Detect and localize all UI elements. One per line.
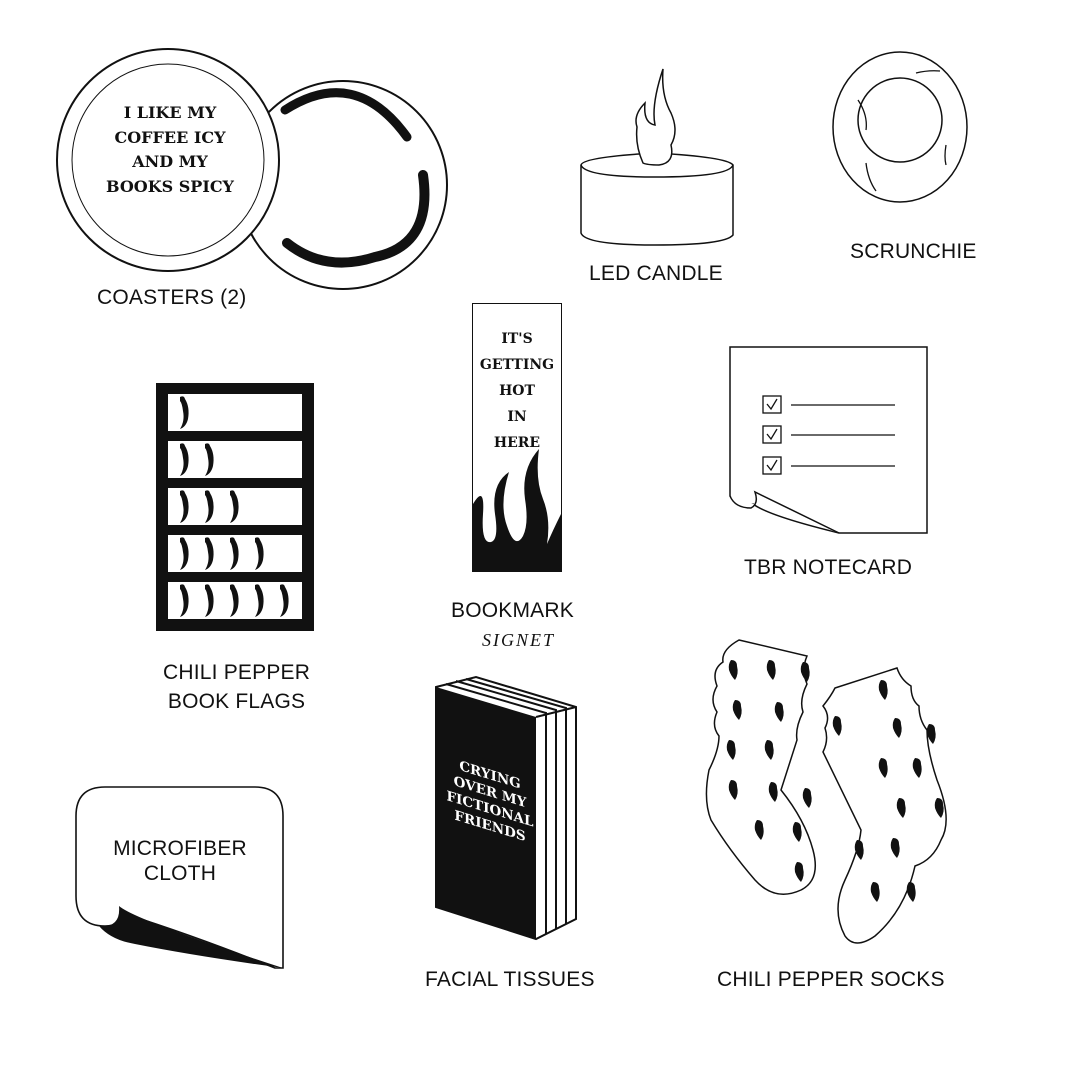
bookmark-line-3: HOT <box>499 383 535 399</box>
book-flags-label-line-1: CHILI PEPPER <box>163 661 311 684</box>
tbr-notecard-label: TBR NOTECARD <box>744 556 913 579</box>
socks-icon <box>705 639 947 944</box>
bookmark-line-2: GETTING <box>479 357 555 373</box>
checkbox-list <box>762 395 895 475</box>
tbr-notecard-icon <box>729 346 928 534</box>
coaster-line-3: AND MY <box>132 152 208 171</box>
bookmark-line-5: HERE <box>493 435 541 451</box>
bookmark-line-1: IT'S <box>501 331 533 347</box>
facial-tissues-label: FACIAL TISSUES <box>425 968 595 991</box>
tissue-box-icon <box>435 675 577 941</box>
scrunchie-label: SCRUNCHIE <box>850 240 977 263</box>
led-candle-label: LED CANDLE <box>589 262 723 285</box>
flames-icon <box>473 449 561 571</box>
socks-label: CHILI PEPPER SOCKS <box>717 968 945 991</box>
bookmark-label: BOOKMARK <box>451 599 574 622</box>
book-flags-label-line-2: BOOK FLAGS <box>167 690 306 713</box>
scrunchie-icon <box>832 51 968 203</box>
coaster-stain-icon <box>56 48 448 290</box>
bookmark-line-4: IN <box>507 409 527 425</box>
microfiber-cloth-icon <box>75 786 284 969</box>
coaster-line-2: COFFEE ICY <box>114 127 226 147</box>
microfiber-cloth-label: MICROFIBER CLOTH <box>100 836 260 886</box>
coaster-line-4: BOOKS SPICY <box>106 176 234 196</box>
coasters-illustration: I LIKE MY COFFEE ICY AND MY BOOKS SPICY <box>55 35 455 305</box>
coaster-print-text: I LIKE MY COFFEE ICY AND MY BOOKS SPICY <box>70 101 270 199</box>
bookmark-illustration: IT'S GETTING HOT IN HERE <box>472 303 562 572</box>
microfiber-label-line-1: MICROFIBER <box>113 837 247 860</box>
book-flags-label: CHILI PEPPER BOOK FLAGS <box>163 658 310 716</box>
book-flags-icon <box>156 383 314 631</box>
microfiber-label-line-2: CLOTH <box>143 862 217 885</box>
coasters-label: COASTERS (2) <box>97 286 247 309</box>
bookmark-sublabel: SIGNET <box>482 630 556 650</box>
bookmark-print-text: IT'S GETTING HOT IN HERE <box>473 326 561 456</box>
led-candle-icon <box>580 68 734 246</box>
coaster-line-1: I LIKE MY <box>123 103 217 122</box>
